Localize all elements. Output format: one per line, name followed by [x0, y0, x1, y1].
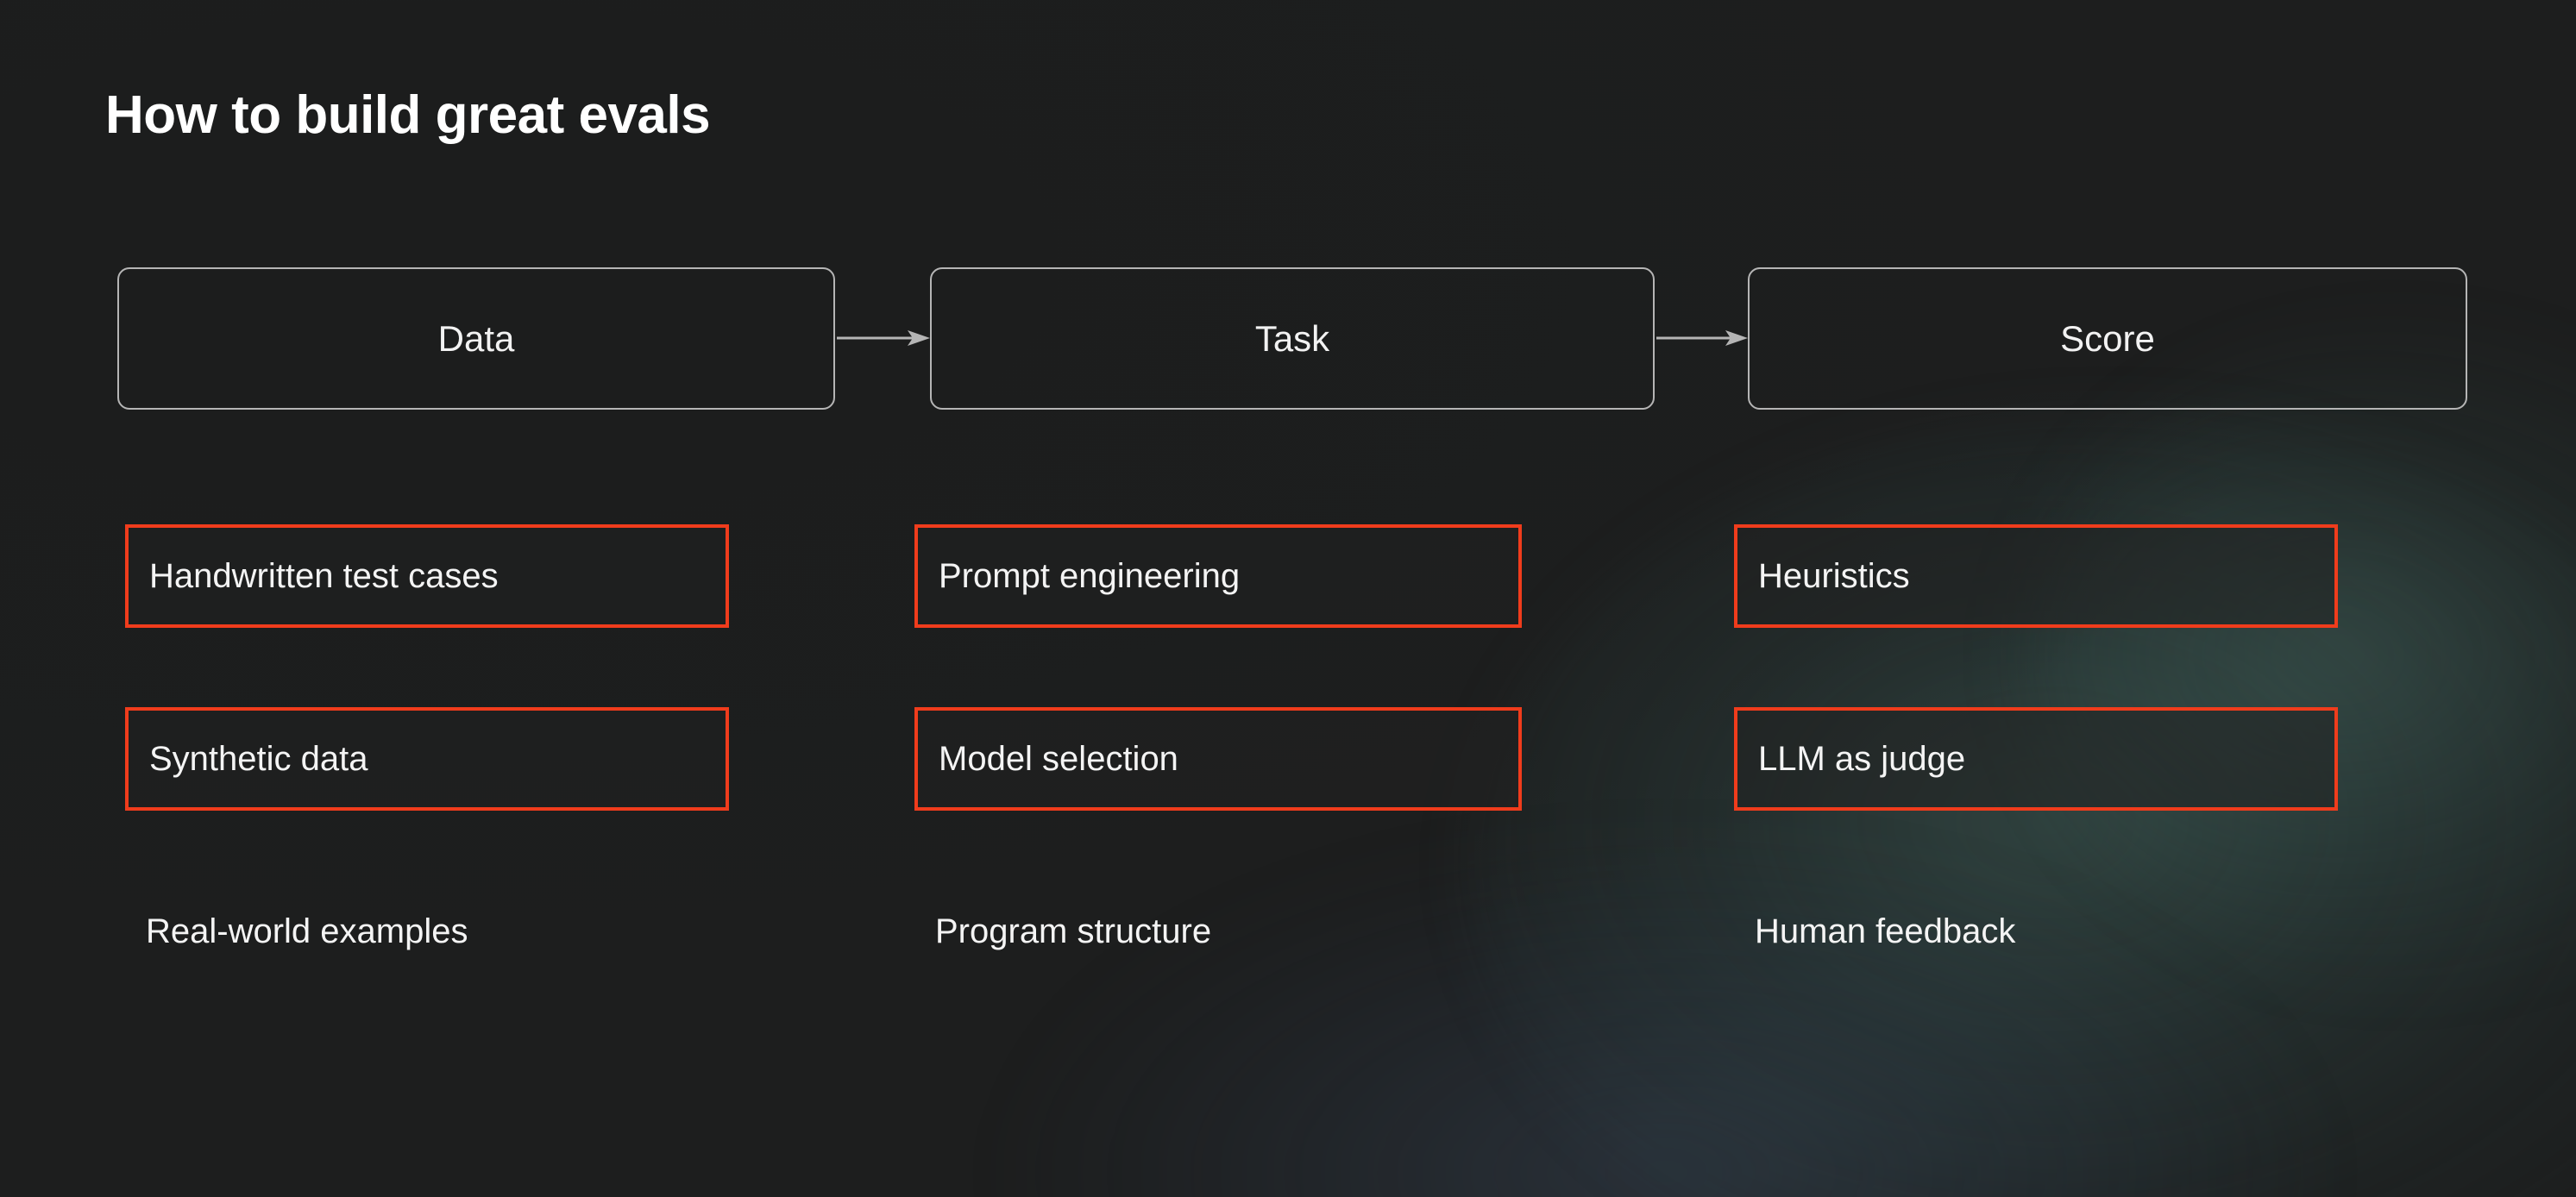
option-model-selection[interactable]: Model selection	[914, 707, 1522, 811]
flow-step-task[interactable]: Task	[930, 267, 1655, 410]
flow-step-label: Score	[2060, 317, 2155, 359]
option-label: Real-world examples	[146, 912, 468, 950]
option-label: Heuristics	[1758, 556, 1910, 595]
column-score: Heuristics LLM as judge Human feedback	[1734, 0, 2338, 1197]
column-data: Handwritten test cases Synthetic data Re…	[125, 0, 729, 1197]
arrow-task-to-score-icon	[1656, 329, 1748, 347]
arrow-data-to-task-icon	[837, 329, 930, 347]
option-label: Model selection	[939, 739, 1178, 778]
option-label: Prompt engineering	[939, 556, 1241, 595]
option-human-feedback[interactable]: Human feedback	[1734, 897, 2015, 966]
flow-step-label: Data	[437, 317, 515, 359]
option-label: Handwritten test cases	[149, 556, 499, 595]
flow-step-score[interactable]: Score	[1748, 267, 2467, 410]
option-handwritten-test-cases[interactable]: Handwritten test cases	[125, 524, 729, 628]
option-label: Synthetic data	[149, 739, 368, 778]
flow-step-data[interactable]: Data	[117, 267, 835, 410]
flow-diagram: Data Task Score	[117, 267, 2467, 410]
option-label: Human feedback	[1755, 912, 2016, 950]
option-llm-as-judge[interactable]: LLM as judge	[1734, 707, 2338, 811]
flow-step-label: Task	[1254, 317, 1330, 359]
option-synthetic-data[interactable]: Synthetic data	[125, 707, 729, 811]
option-label: Program structure	[935, 912, 1212, 950]
page-title: How to build great evals	[105, 85, 711, 145]
option-prompt-engineering[interactable]: Prompt engineering	[914, 524, 1522, 628]
option-label: LLM as judge	[1758, 739, 1966, 778]
option-heuristics[interactable]: Heuristics	[1734, 524, 2338, 628]
option-program-structure[interactable]: Program structure	[914, 897, 1211, 966]
option-real-world-examples[interactable]: Real-world examples	[125, 897, 468, 966]
column-task: Prompt engineering Model selection Progr…	[914, 0, 1522, 1197]
